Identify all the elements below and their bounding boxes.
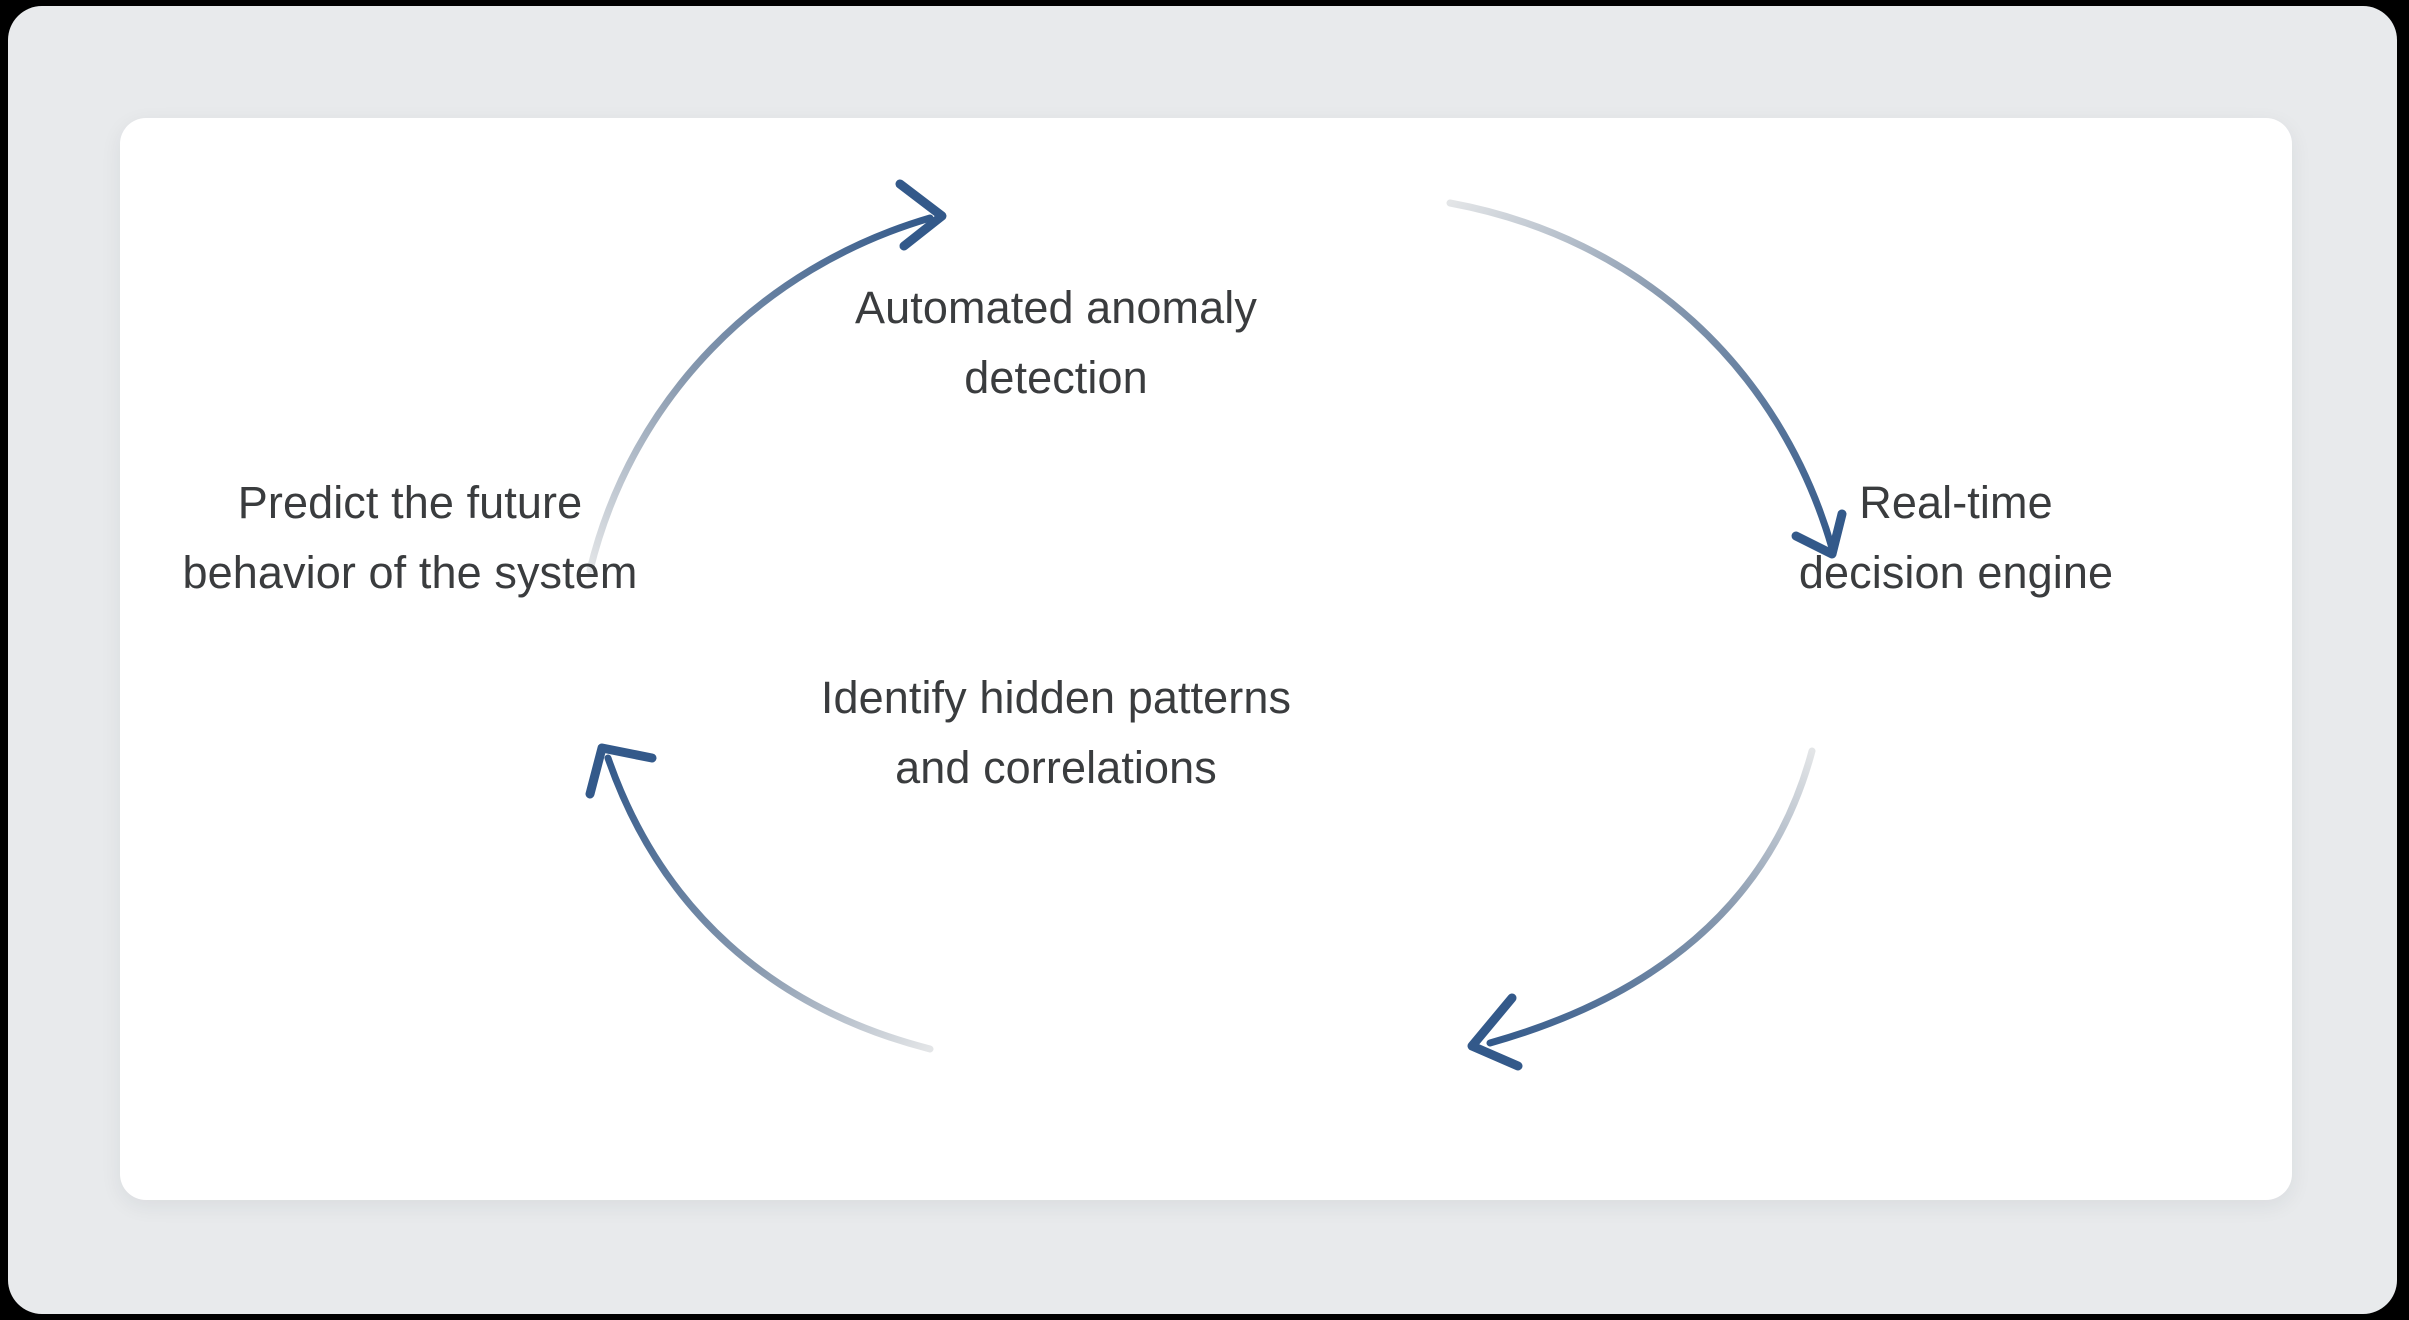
node-label-top: Automated anomaly detection [776,273,1336,413]
cycle-diagram-svg [585,179,1847,1071]
node-top-line-2: detection [964,352,1148,403]
node-right-line-1: Real-time [1859,477,2053,528]
node-label-left: Predict the future behavior of the syste… [140,468,680,608]
node-bottom-line-2: and correlations [895,742,1217,793]
node-label-bottom: Identify hidden patterns and correlation… [756,663,1356,803]
node-bottom-line-1: Identify hidden patterns [820,672,1292,723]
node-left-line-1: Predict the future [237,477,583,528]
node-right-line-2: decision engine [1798,547,2114,598]
arrow-top-to-right [1446,199,1847,559]
arrow-left-to-top [586,179,947,574]
diagram-card: Automated anomaly detection Real-time de… [120,118,2292,1200]
outer-panel: Automated anomaly detection Real-time de… [8,6,2397,1314]
arrow-right-to-bottom [1467,747,1816,1071]
node-top-line-1: Automated anomaly [855,282,1257,333]
node-label-right: Real-time decision engine [1696,468,2216,608]
arrow-bottom-to-left [585,743,934,1053]
node-left-line-2: behavior of the system [182,547,638,598]
